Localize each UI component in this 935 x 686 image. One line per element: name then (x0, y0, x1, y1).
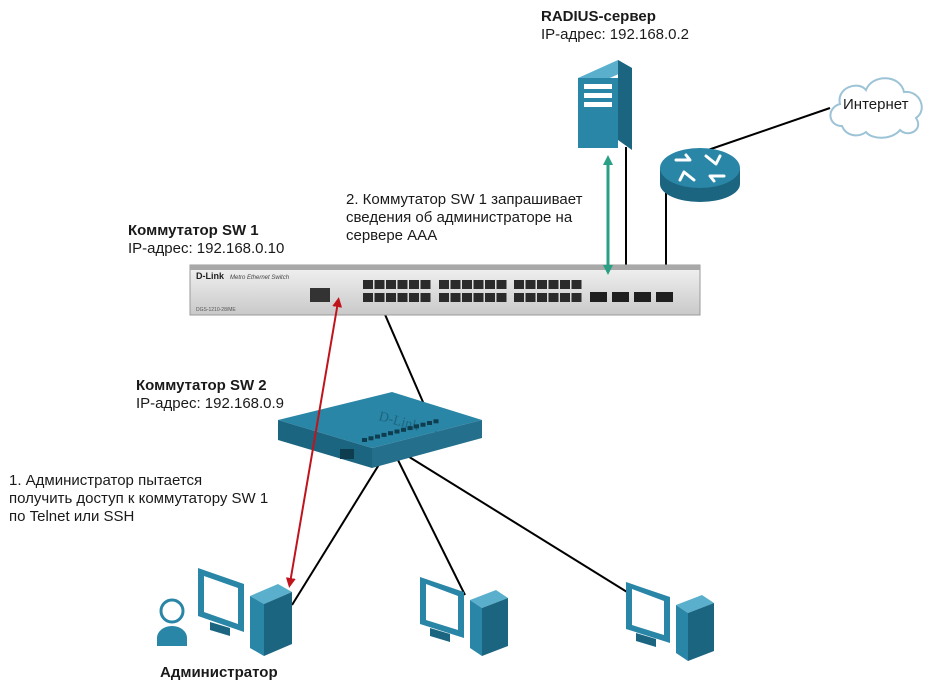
switch-port (394, 429, 400, 434)
step1-label: 1. Администратор пытается получить досту… (9, 472, 268, 526)
switch-port (473, 280, 484, 289)
router-icon[interactable] (660, 148, 740, 202)
switch-port (514, 280, 524, 289)
sw1-ip: IP-адрес: 192.168.0.10 (128, 240, 285, 257)
step1-line-2: получить доступ к коммутатору SW 1 (9, 490, 269, 507)
switch-port (363, 280, 373, 289)
switch-port (462, 280, 472, 289)
switch-port (485, 293, 495, 302)
switch-port (525, 293, 536, 302)
switch-port (414, 424, 419, 429)
switch-port (439, 280, 449, 289)
sw2-ip: IP-адрес: 192.168.0.9 (136, 395, 285, 412)
link-sw2-pc3 (397, 449, 641, 601)
switch-port (374, 293, 385, 302)
switch-port (420, 293, 431, 302)
sw1-model: DGS-1210-28/ME (196, 307, 236, 313)
sw2-title: Коммутатор SW 2 (136, 377, 267, 394)
internet-cloud-icon[interactable] (829, 77, 923, 139)
switch-port (656, 292, 673, 302)
switch-port (548, 293, 559, 302)
step2-line-1: 2. Коммутатор SW 1 запрашивает (346, 191, 583, 208)
switch-port (363, 293, 373, 302)
switch-port (571, 280, 582, 289)
pc-icon[interactable] (420, 577, 508, 656)
switch-port (450, 280, 461, 289)
sw1-label: Коммутатор SW 1 IP-адрес: 192.168.0.10 (128, 222, 284, 258)
link-router-internet (707, 107, 831, 151)
step2-line-3: сервере ААА (346, 227, 438, 244)
switch-port (634, 292, 651, 302)
sw2-port-block (362, 419, 439, 442)
switch-port (386, 293, 396, 302)
switch-port (397, 293, 408, 302)
connection-lines (291, 107, 831, 606)
sw2-switch-icon[interactable]: D-Link (278, 392, 482, 468)
red-arrow-admin-sw1 (285, 297, 343, 588)
switch-port (439, 293, 449, 302)
step2-label: 2. Коммутатор SW 1 запрашивает сведения … (346, 191, 582, 245)
step1-line-1: 1. Администратор пытается (9, 472, 203, 489)
internet-text: Интернет (843, 96, 909, 113)
console-port (310, 288, 330, 302)
switch-port (427, 421, 432, 425)
switch-port (375, 434, 380, 439)
switch-port (386, 280, 396, 289)
switch-port (537, 293, 547, 302)
sw1-port-block (363, 280, 673, 302)
internet-label: Интернет (843, 96, 908, 114)
sw1-model-text: Metro Ethernet Switch (230, 275, 290, 281)
pc-icon[interactable] (626, 582, 714, 661)
admin-title: Администратор (160, 664, 278, 681)
switch-port (485, 280, 495, 289)
link-sw2-admin (291, 449, 389, 606)
switch-port (450, 293, 461, 302)
admin-pc-icon[interactable] (198, 568, 292, 656)
sw1-brand: D-Link (196, 271, 225, 281)
admin-person-icon (157, 598, 187, 646)
switch-port (381, 432, 387, 437)
switch-port (388, 431, 393, 436)
switch-port (397, 280, 408, 289)
admin-label: Администратор (160, 664, 278, 682)
switch-port (525, 280, 536, 289)
switch-port (537, 280, 547, 289)
radius-server-label: RADIUS-сервер IP-адрес: 192.168.0.2 (541, 8, 689, 44)
switch-port (409, 280, 419, 289)
switch-port (368, 436, 374, 441)
step1-line-3: по Telnet или SSH (9, 508, 135, 525)
switch-port (496, 280, 507, 289)
switch-port (473, 293, 484, 302)
sw1-title: Коммутатор SW 1 (128, 222, 259, 239)
switch-port (374, 280, 385, 289)
switch-port (571, 293, 582, 302)
switch-port (590, 292, 607, 302)
link-sw2-pc2 (392, 449, 466, 596)
switch-port (612, 292, 629, 302)
sw1-switch-icon[interactable]: D-Link Metro Ethernet Switch DGS-1210-28… (189, 264, 701, 316)
switch-port (420, 422, 426, 427)
switch-port (560, 280, 570, 289)
switch-port (401, 427, 406, 432)
sw2-label: Коммутатор SW 2 IP-адрес: 192.168.0.9 (136, 377, 284, 413)
switch-port (420, 280, 431, 289)
switch-port (433, 419, 439, 424)
radius-server-ip: IP-адрес: 192.168.0.2 (541, 26, 690, 43)
radius-server-title: RADIUS-сервер (541, 8, 656, 25)
switch-port (409, 293, 419, 302)
switch-port (496, 293, 507, 302)
radius-server-icon[interactable] (578, 60, 632, 150)
switch-port (548, 280, 559, 289)
switch-port (560, 293, 570, 302)
switch-port (362, 438, 367, 442)
switch-port (462, 293, 472, 302)
switch-port (407, 426, 413, 431)
step2-line-2: сведения об администраторе на (346, 209, 573, 226)
switch-port (514, 293, 524, 302)
